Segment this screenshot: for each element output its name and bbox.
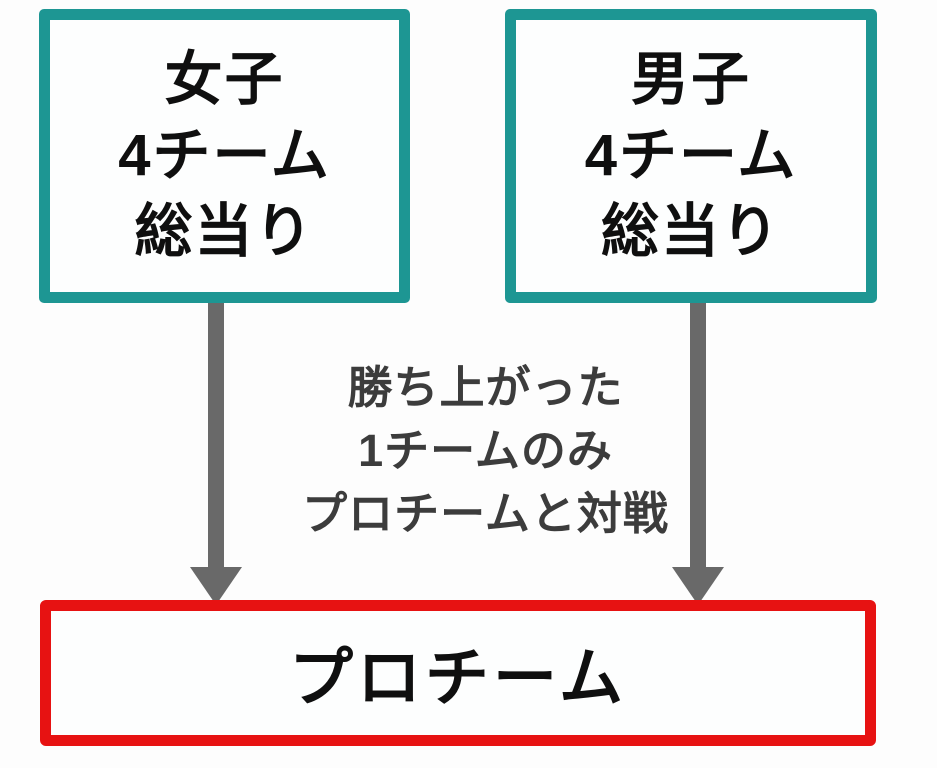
arrow-shaft: [690, 303, 706, 571]
arrow-shaft: [208, 303, 224, 571]
down-arrow-left-icon: [190, 303, 242, 605]
box-text-line: 4チーム: [584, 123, 798, 188]
arrow-head-icon: [190, 567, 242, 605]
box-text-line: 総当り: [134, 199, 315, 264]
pro-team-label: プロチーム: [288, 642, 628, 714]
box-text-line: 総当り: [600, 199, 781, 264]
annotation-line: プロチームと対戦: [302, 488, 669, 539]
womens-round-robin-box: 女子 4チーム 総当り: [39, 9, 410, 303]
annotation-text: 勝ち上がった 1チームのみ プロチームと対戦: [218, 356, 753, 545]
box-text-line: 4チーム: [118, 123, 331, 188]
box-text-line: 男子: [630, 47, 751, 112]
down-arrow-right-icon: [672, 303, 724, 605]
pro-team-box: プロチーム: [40, 600, 876, 746]
annotation-line: 1チームのみ: [358, 425, 613, 476]
box-text-line: 女子: [164, 47, 285, 112]
arrow-head-icon: [672, 567, 724, 605]
annotation-line: 勝ち上がった: [347, 362, 624, 413]
mens-round-robin-box: 男子 4チーム 総当り: [505, 9, 877, 303]
